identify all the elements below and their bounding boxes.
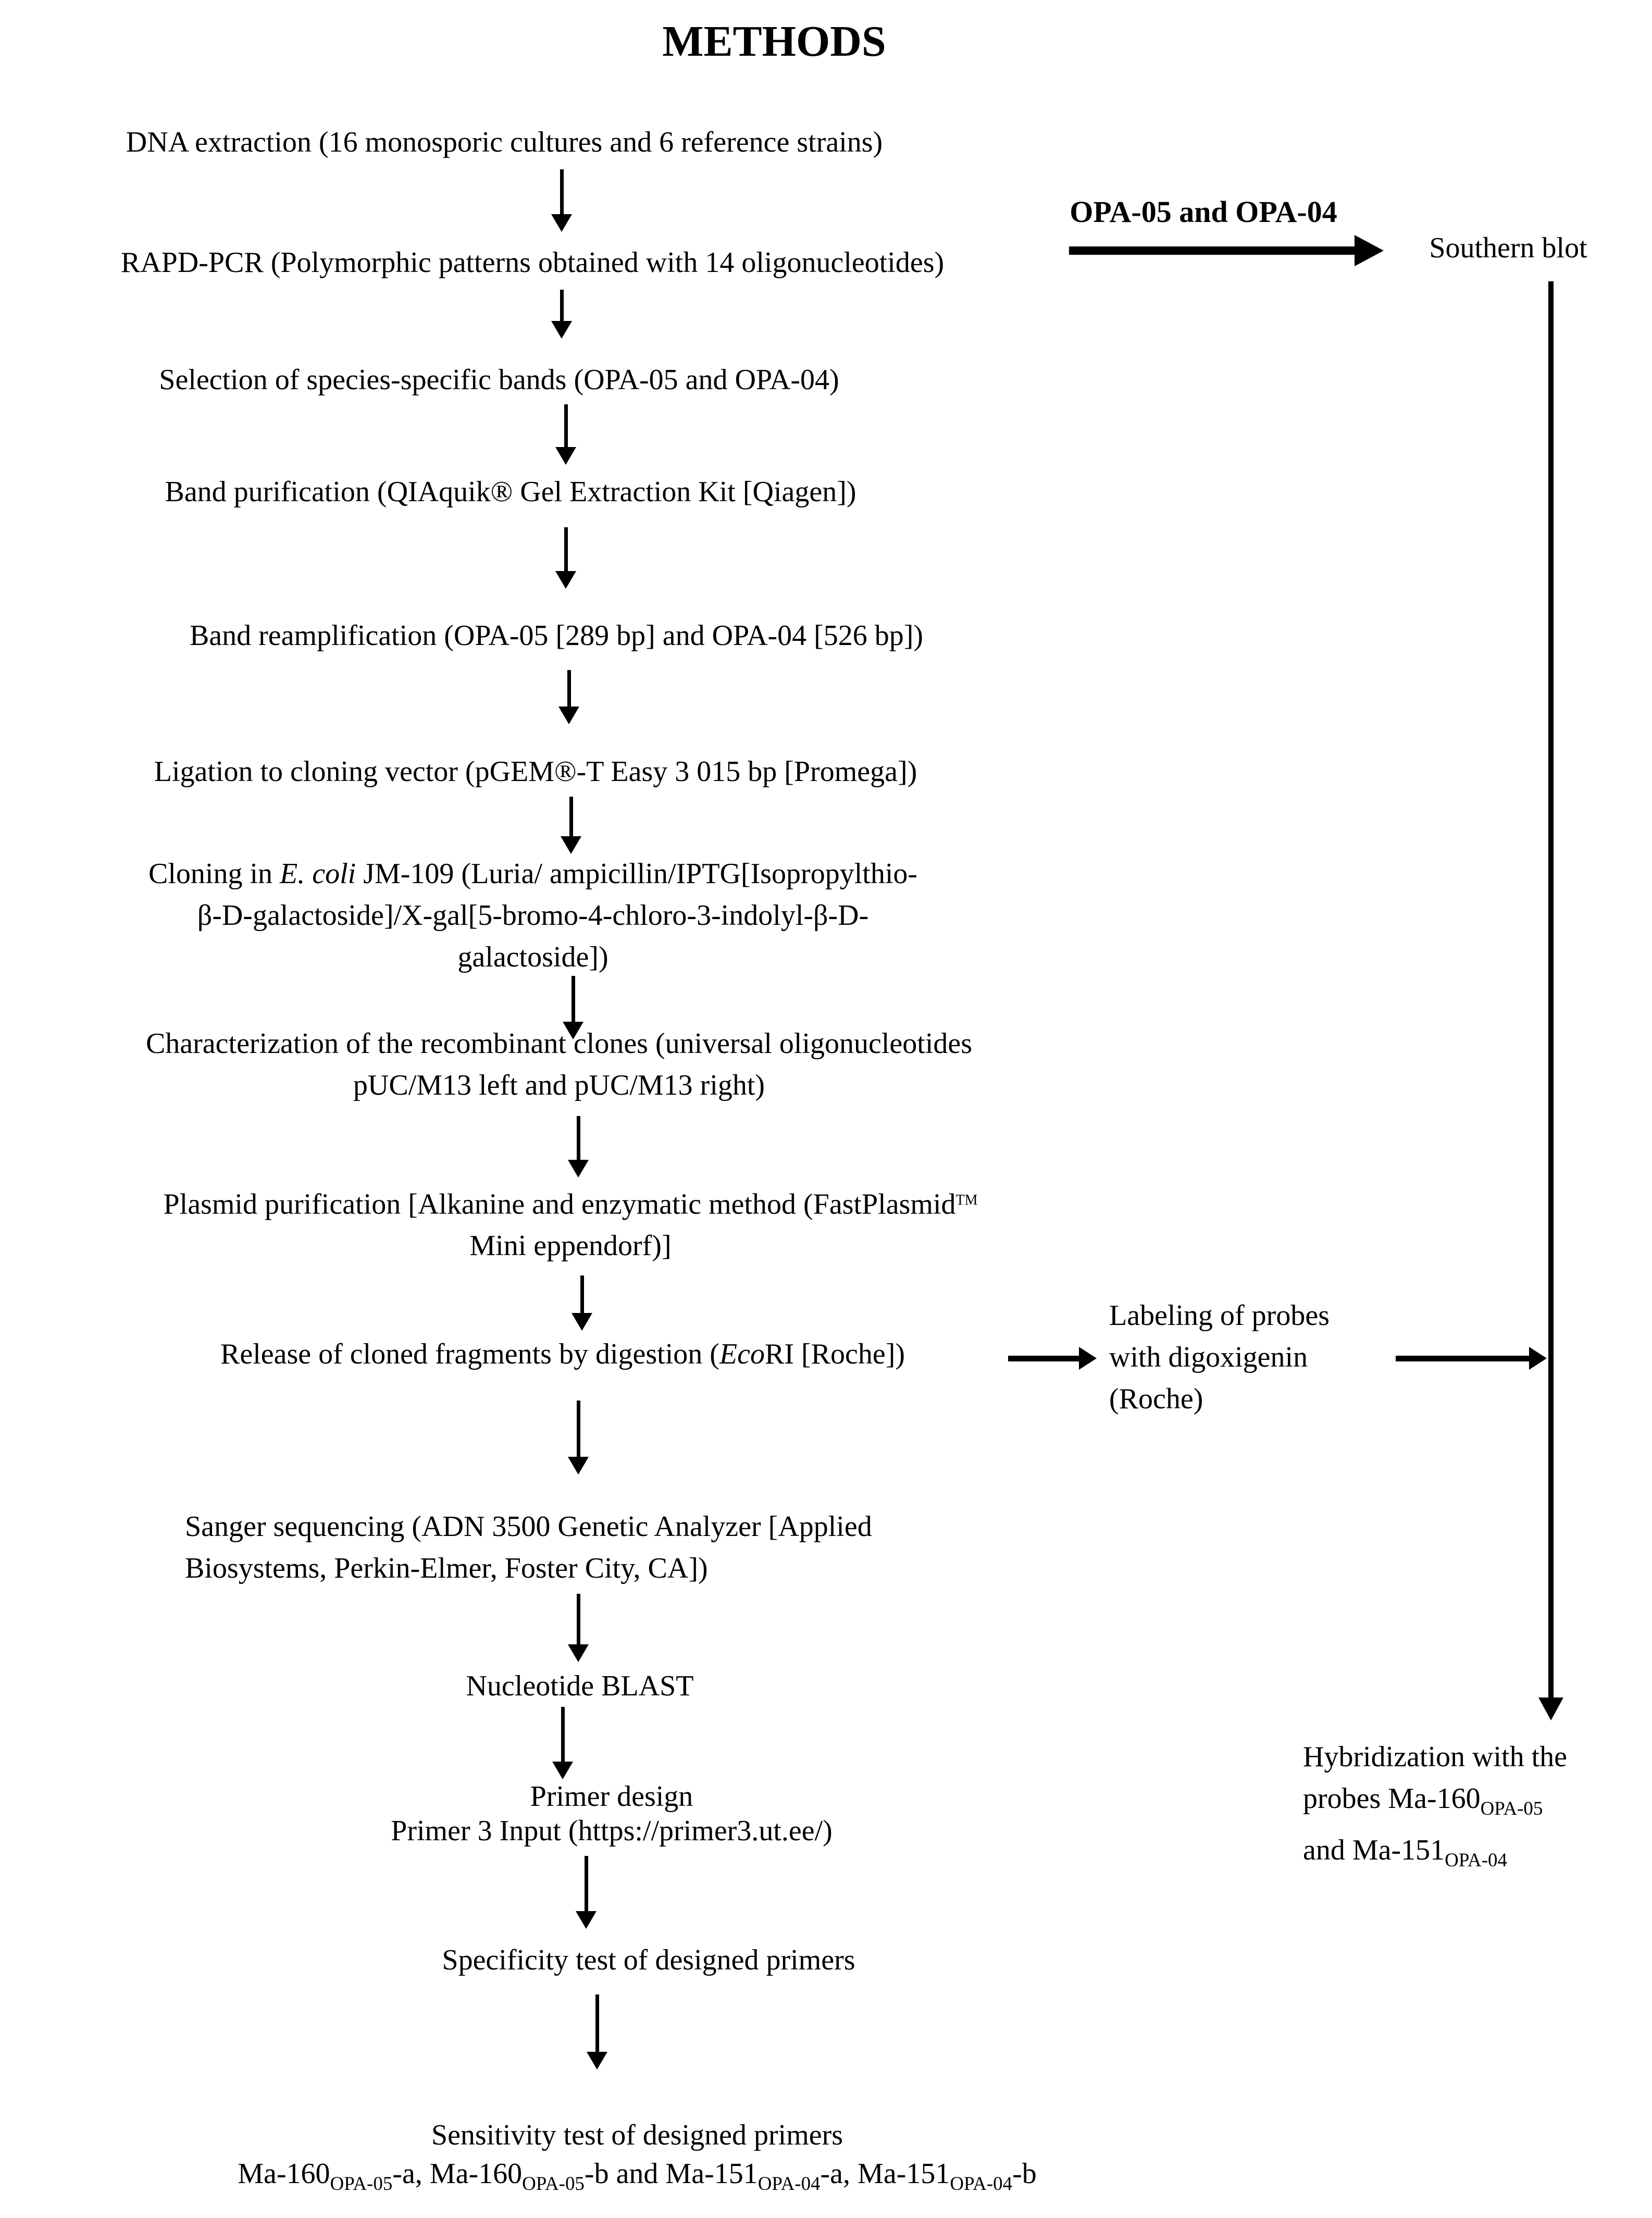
arrow-shaft — [585, 1856, 588, 1913]
arrow-dna-to-rapd — [551, 169, 572, 232]
arrow-shaft — [560, 290, 564, 323]
arrow-shaft — [1396, 1356, 1531, 1361]
arrow-rapd-to-selection — [551, 290, 572, 339]
arrow-head — [555, 447, 576, 465]
arrow-labeling-to-southern-line — [1396, 1346, 1547, 1370]
step-band-purification: Band purification (QIAquik® Gel Extracti… — [165, 476, 856, 508]
arrow-head — [1538, 1697, 1563, 1720]
arrow-head — [555, 571, 576, 589]
arrow-shaft — [1548, 281, 1554, 1700]
arrow-purification-to-reamplification — [555, 527, 576, 589]
arrow-shaft — [1069, 246, 1357, 255]
arrow-shaft — [572, 976, 575, 1024]
line-southern-to-hybridization — [1538, 281, 1563, 1720]
page-title: METHODS — [662, 17, 886, 66]
step-band-selection: Selection of species-specific bands (OPA… — [159, 364, 839, 396]
arrow-shaft — [561, 1707, 565, 1764]
step-sanger-sequencing: Sanger sequencing (ADN 3500 Genetic Anal… — [185, 1510, 872, 1584]
step-cloning: Cloning in E. coli JM-109 (Luria/ ampici… — [148, 858, 918, 973]
arrow-head — [551, 214, 572, 232]
step-characterization: Characterization of the recombinant clon… — [145, 1027, 973, 1101]
arrow-plasmid-to-release — [572, 1275, 592, 1331]
arrow-head — [1079, 1347, 1097, 1370]
arrow-shaft — [580, 1275, 584, 1315]
arrow-shaft — [577, 1401, 580, 1459]
arrow-release-to-sanger — [568, 1401, 589, 1474]
label-primers-opa: OPA-05 and OPA-04 — [1070, 195, 1337, 229]
step-fragment-release: Release of cloned fragments by digestion… — [220, 1338, 905, 1370]
arrow-shaft — [564, 527, 568, 573]
arrow-shaft — [577, 1116, 580, 1162]
step-nucleotide-blast: Nucleotide BLAST — [466, 1670, 694, 1702]
arrow-head — [568, 1644, 589, 1662]
arrow-selection-to-purification — [555, 404, 576, 465]
step-specificity-test: Specificity test of designed primers — [442, 1944, 855, 1976]
arrow-head — [572, 1313, 592, 1331]
arrow-ligation-to-cloning — [561, 797, 581, 854]
arrow-shaft — [560, 169, 564, 216]
arrow-head — [558, 707, 579, 724]
arrow-sanger-to-blast — [568, 1594, 589, 1662]
arrow-rapd-to-southern-blot — [1069, 234, 1384, 267]
arrow-shaft — [1008, 1356, 1081, 1361]
arrow-head — [552, 1762, 573, 1779]
arrow-head — [568, 1160, 589, 1178]
step-dna-extraction: DNA extraction (16 monosporic cultures a… — [126, 126, 883, 158]
arrow-shaft — [569, 797, 573, 838]
step-band-reamplification: Band reamplification (OPA-05 [289 bp] an… — [189, 619, 924, 652]
node-southern-blot: Southern blot — [1429, 232, 1587, 264]
arrow-shaft — [564, 404, 568, 449]
arrow-head — [551, 321, 572, 339]
arrow-primer-design-to-specificity — [576, 1856, 597, 1929]
arrow-shaft — [595, 1994, 599, 2054]
arrow-head — [576, 1911, 597, 1929]
arrow-cloning-to-characterization — [563, 976, 583, 1039]
arrow-head — [1355, 235, 1384, 266]
arrow-characterization-to-plasmid — [568, 1116, 589, 1178]
arrow-release-to-labeling — [1008, 1346, 1097, 1370]
arrow-shaft — [577, 1594, 580, 1646]
arrow-specificity-to-sensitivity — [587, 1994, 607, 2070]
arrow-head — [1529, 1347, 1547, 1370]
arrow-shaft — [567, 670, 571, 709]
arrow-reamplification-to-ligation — [558, 670, 579, 724]
arrow-head — [561, 836, 581, 854]
arrow-blast-to-primer-design — [552, 1707, 573, 1779]
step-plasmid-purification: Plasmid purification [Alkanine and enzym… — [163, 1188, 978, 1262]
arrow-head — [568, 1457, 589, 1474]
arrow-head — [563, 1022, 583, 1039]
step-rapd-pcr: RAPD-PCR (Polymorphic patterns obtained … — [120, 246, 945, 279]
arrow-head — [587, 2052, 607, 2070]
step-ligation: Ligation to cloning vector (pGEM®-T Easy… — [154, 755, 917, 788]
